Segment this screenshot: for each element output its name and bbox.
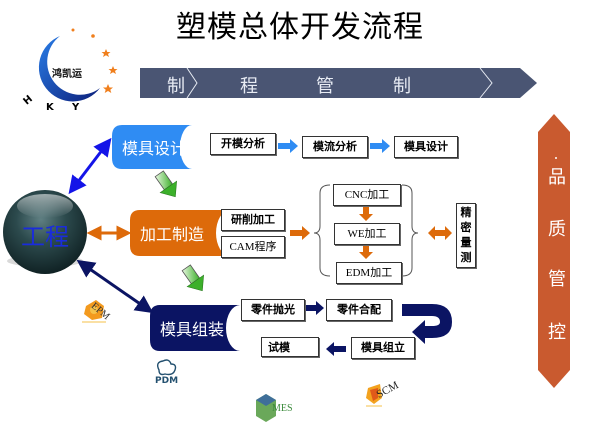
step-box[interactable]: 零件合配 [326, 299, 392, 321]
step-box[interactable]: CAM程序 [221, 236, 285, 258]
stage-assembly[interactable]: 模具组装 [150, 305, 245, 351]
measurement-char: 量 [460, 236, 472, 249]
logo-stars-icon [71, 28, 118, 93]
assembly-stage-shape [150, 305, 240, 351]
machining-box[interactable]: WE加工 [334, 223, 400, 245]
assembly-flow-arrow-icon [304, 301, 324, 315]
stage-design[interactable]: 模具设计 [112, 125, 202, 169]
manufacturing-stage-shape [130, 210, 230, 256]
step-box[interactable]: 模具设计 [394, 136, 458, 158]
step-box[interactable]: 试模 [261, 337, 319, 357]
design-stage-shape [112, 125, 192, 169]
banner-word: 制 [167, 76, 185, 97]
step-box[interactable]: 模具组立 [351, 337, 415, 359]
machining-down-arrow-icon [359, 207, 373, 259]
quality-char: 管 [548, 269, 566, 290]
quality-char: 质 [548, 219, 566, 240]
logo-name: 鸿凯运 [52, 69, 82, 80]
measurement-char: 密 [460, 221, 472, 234]
quality-char: 控 [548, 322, 566, 343]
quality-control-bar [538, 114, 570, 388]
scm-icon [366, 384, 382, 407]
banner-word: 制 [393, 76, 411, 97]
hub-design-double-arrow [68, 137, 112, 195]
mes-icon [256, 394, 276, 422]
step-box[interactable]: 模流分析 [302, 136, 368, 158]
design-flow-arrow-icon [278, 139, 390, 153]
pdm-icon [156, 359, 177, 376]
measurement-double-arrow-icon [428, 226, 452, 240]
green-down-arrow-icon [181, 264, 204, 292]
quality-char: 品 [548, 167, 566, 188]
mes-label: MES [272, 403, 293, 414]
left-brace [313, 184, 331, 277]
logo-crescent-icon [38, 36, 100, 102]
logo-letter: Y [72, 102, 80, 113]
engineering-hub-sphere [3, 190, 87, 274]
step-box[interactable]: 研削加工 [221, 209, 285, 231]
hub-label[interactable]: 工程 [21, 225, 69, 251]
page-title: 塑模总体开发流程 [176, 10, 424, 45]
stage-manufacturing[interactable]: 加工制造 [130, 210, 230, 256]
machining-box[interactable]: EDM加工 [336, 262, 402, 284]
measurement-char: 测 [460, 251, 472, 264]
step-box[interactable]: 开模分析 [210, 133, 276, 155]
process-control-banner [140, 67, 537, 99]
u-turn-arrow-icon [402, 304, 452, 344]
logo-letter: K [46, 102, 54, 113]
stage-design-label: 模具设计 [122, 139, 187, 158]
pdm-label: PDM [155, 376, 179, 386]
measurement-box[interactable]: 精 密 量 测 [456, 203, 476, 268]
right-brace [401, 184, 419, 277]
hub-assembly-double-arrow [76, 259, 154, 314]
epm-icon [82, 300, 106, 323]
green-down-arrow-icon [154, 170, 177, 198]
banner-word: 程 [240, 76, 258, 97]
manufacturing-flow-arrow-icon [290, 226, 310, 240]
step-box[interactable]: 零件抛光 [241, 299, 305, 321]
machining-box[interactable]: CNC加工 [333, 184, 401, 206]
banner-word: 管 [316, 76, 334, 97]
stage-manufacturing-label: 加工制造 [140, 225, 205, 244]
measurement-char: 精 [460, 206, 472, 219]
stage-assembly-label: 模具组装 [160, 320, 225, 339]
assembly-flow-arrow-icon [326, 342, 346, 356]
